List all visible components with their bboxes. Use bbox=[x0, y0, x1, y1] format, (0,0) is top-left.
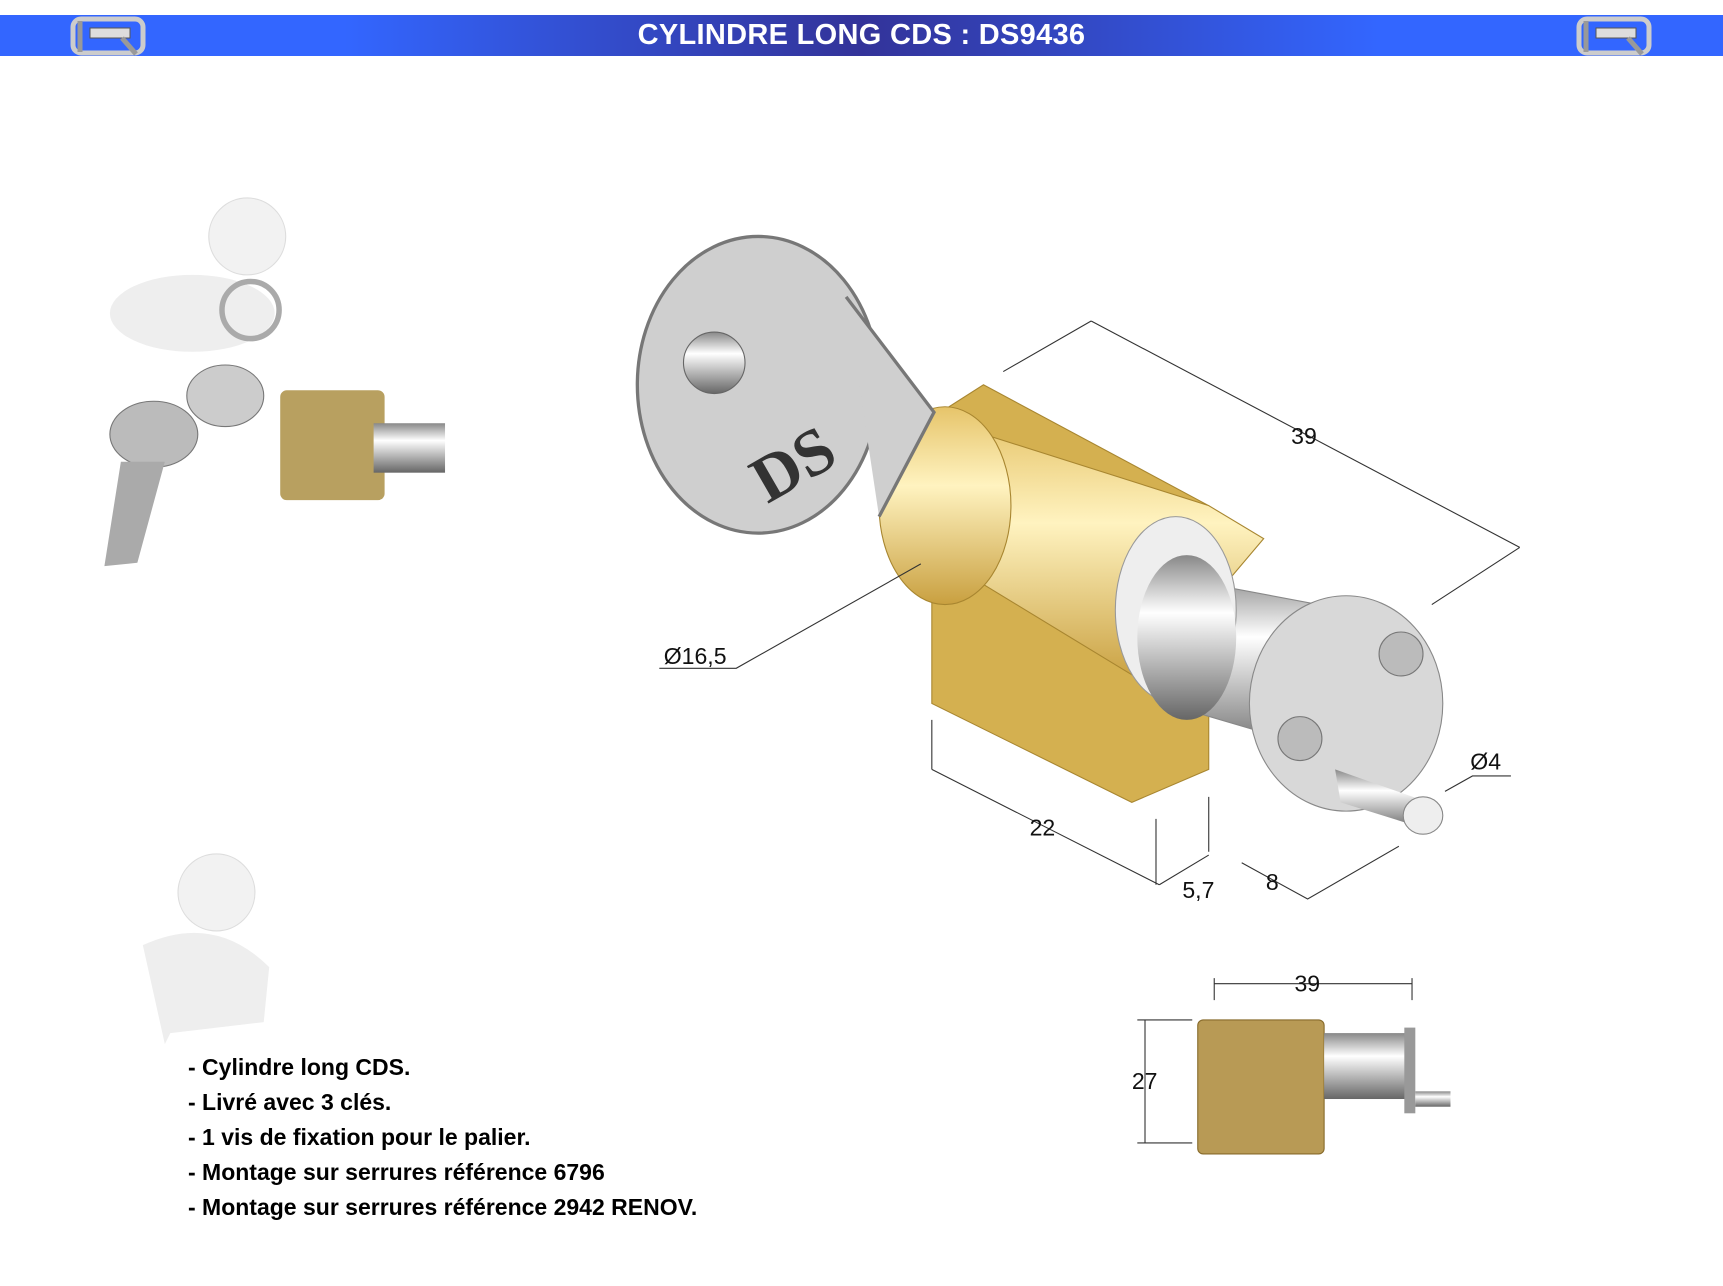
page-title: CYLINDRE LONG CDS : DS9436 bbox=[637, 19, 1086, 51]
figure-magnifier-illustration bbox=[109, 197, 287, 352]
dim-pin-offset: 8 bbox=[1266, 869, 1279, 895]
feature-item: - Livré avec 3 clés. bbox=[188, 1089, 392, 1115]
dim-foot-width: 5,7 bbox=[1182, 877, 1214, 903]
feature-list: - Cylindre long CDS. - Livré avec 3 clés… bbox=[188, 1050, 697, 1225]
feature-item: - Montage sur serrures référence 2942 RE… bbox=[188, 1194, 698, 1220]
cylinder-side-photo bbox=[1197, 1019, 1451, 1155]
product-photo-keys bbox=[104, 364, 446, 567]
dim-small-length: 39 bbox=[1294, 970, 1320, 996]
dim-pin-diameter: Ø4 bbox=[1470, 748, 1501, 774]
dim-length: 39 bbox=[1291, 423, 1317, 449]
title-banner: CYLINDRE LONG CDS : DS9436 bbox=[0, 15, 1723, 56]
dim-foot-length: 22 bbox=[1030, 814, 1056, 840]
brand-logo-right bbox=[1576, 16, 1652, 56]
figure-pointing-illustration bbox=[142, 853, 270, 1045]
feature-item: - Montage sur serrures référence 6796 bbox=[188, 1159, 605, 1185]
dimension-lines bbox=[659, 320, 1521, 1144]
feature-item: - 1 vis de fixation pour le palier. bbox=[188, 1124, 531, 1150]
cylinder-technical-drawing: DS bbox=[635, 234, 1444, 835]
feature-item: - Cylindre long CDS. bbox=[188, 1054, 411, 1080]
dim-body-diameter: Ø16,5 bbox=[664, 643, 727, 669]
brand-logo-left bbox=[70, 16, 146, 56]
dim-small-height: 27 bbox=[1132, 1068, 1158, 1094]
